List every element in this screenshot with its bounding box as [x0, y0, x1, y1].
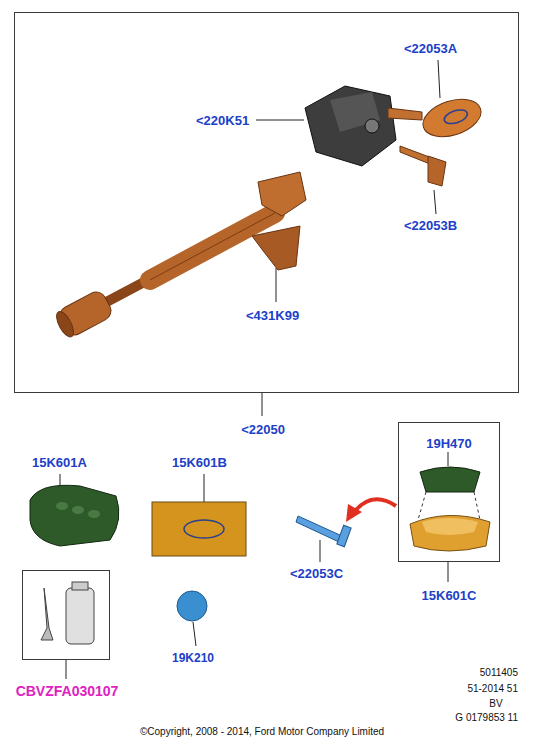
- key-card: [152, 502, 246, 556]
- leader-line: [438, 60, 440, 98]
- footer-note: G 0179853 11: [455, 712, 518, 723]
- ignition-lock: [305, 86, 396, 166]
- callout-number: 15K601A: [32, 455, 87, 470]
- part-number: 15K601C: [422, 588, 477, 603]
- part-number: CBVZFA030107: [16, 683, 119, 699]
- steering-column: [53, 172, 306, 340]
- callout-number: <22053B: [404, 218, 457, 233]
- leader-line: [60, 474, 61, 486]
- part-number: 19H470: [426, 436, 472, 451]
- leader-line: [448, 452, 449, 466]
- leader-line: [276, 268, 277, 302]
- leader-line: [256, 120, 304, 121]
- callout-number: <220K51: [196, 113, 249, 128]
- key: [388, 93, 486, 144]
- leader-line: [434, 190, 436, 214]
- footer-note: 5011405: [480, 667, 518, 678]
- footer-note: 51-2014 51: [467, 683, 518, 694]
- part-group-box: 19H47015K601C: [398, 422, 500, 562]
- callout-number: <22053A: [404, 41, 457, 56]
- callout-number: 15K601B: [172, 455, 227, 470]
- footer-note: ©Copyright, 2008 - 2014, Ford Motor Comp…: [140, 726, 384, 737]
- callout-number: <431K99: [246, 308, 299, 323]
- part-group-box: CBVZFA030107: [22, 570, 110, 660]
- leader-line: [204, 474, 205, 502]
- direction-arrow: [346, 499, 396, 522]
- leader-line: [448, 562, 449, 582]
- lubricant-kit: [41, 582, 94, 644]
- leader-line: [193, 622, 196, 646]
- fob-parts: [410, 467, 490, 551]
- part-group-box: <22050: [14, 12, 519, 393]
- leader-line: [262, 393, 263, 416]
- footer-note: BV: [489, 698, 502, 709]
- remote-fob: [30, 485, 119, 546]
- leader-line: [66, 660, 67, 679]
- battery-coin: [177, 591, 207, 621]
- key-blade: [296, 516, 351, 547]
- callout-number: <22053C: [290, 566, 343, 581]
- part-number: <22050: [241, 422, 285, 437]
- leader-line: [320, 540, 321, 562]
- key-blade: [400, 146, 446, 186]
- callout-number: 19K210: [172, 651, 214, 665]
